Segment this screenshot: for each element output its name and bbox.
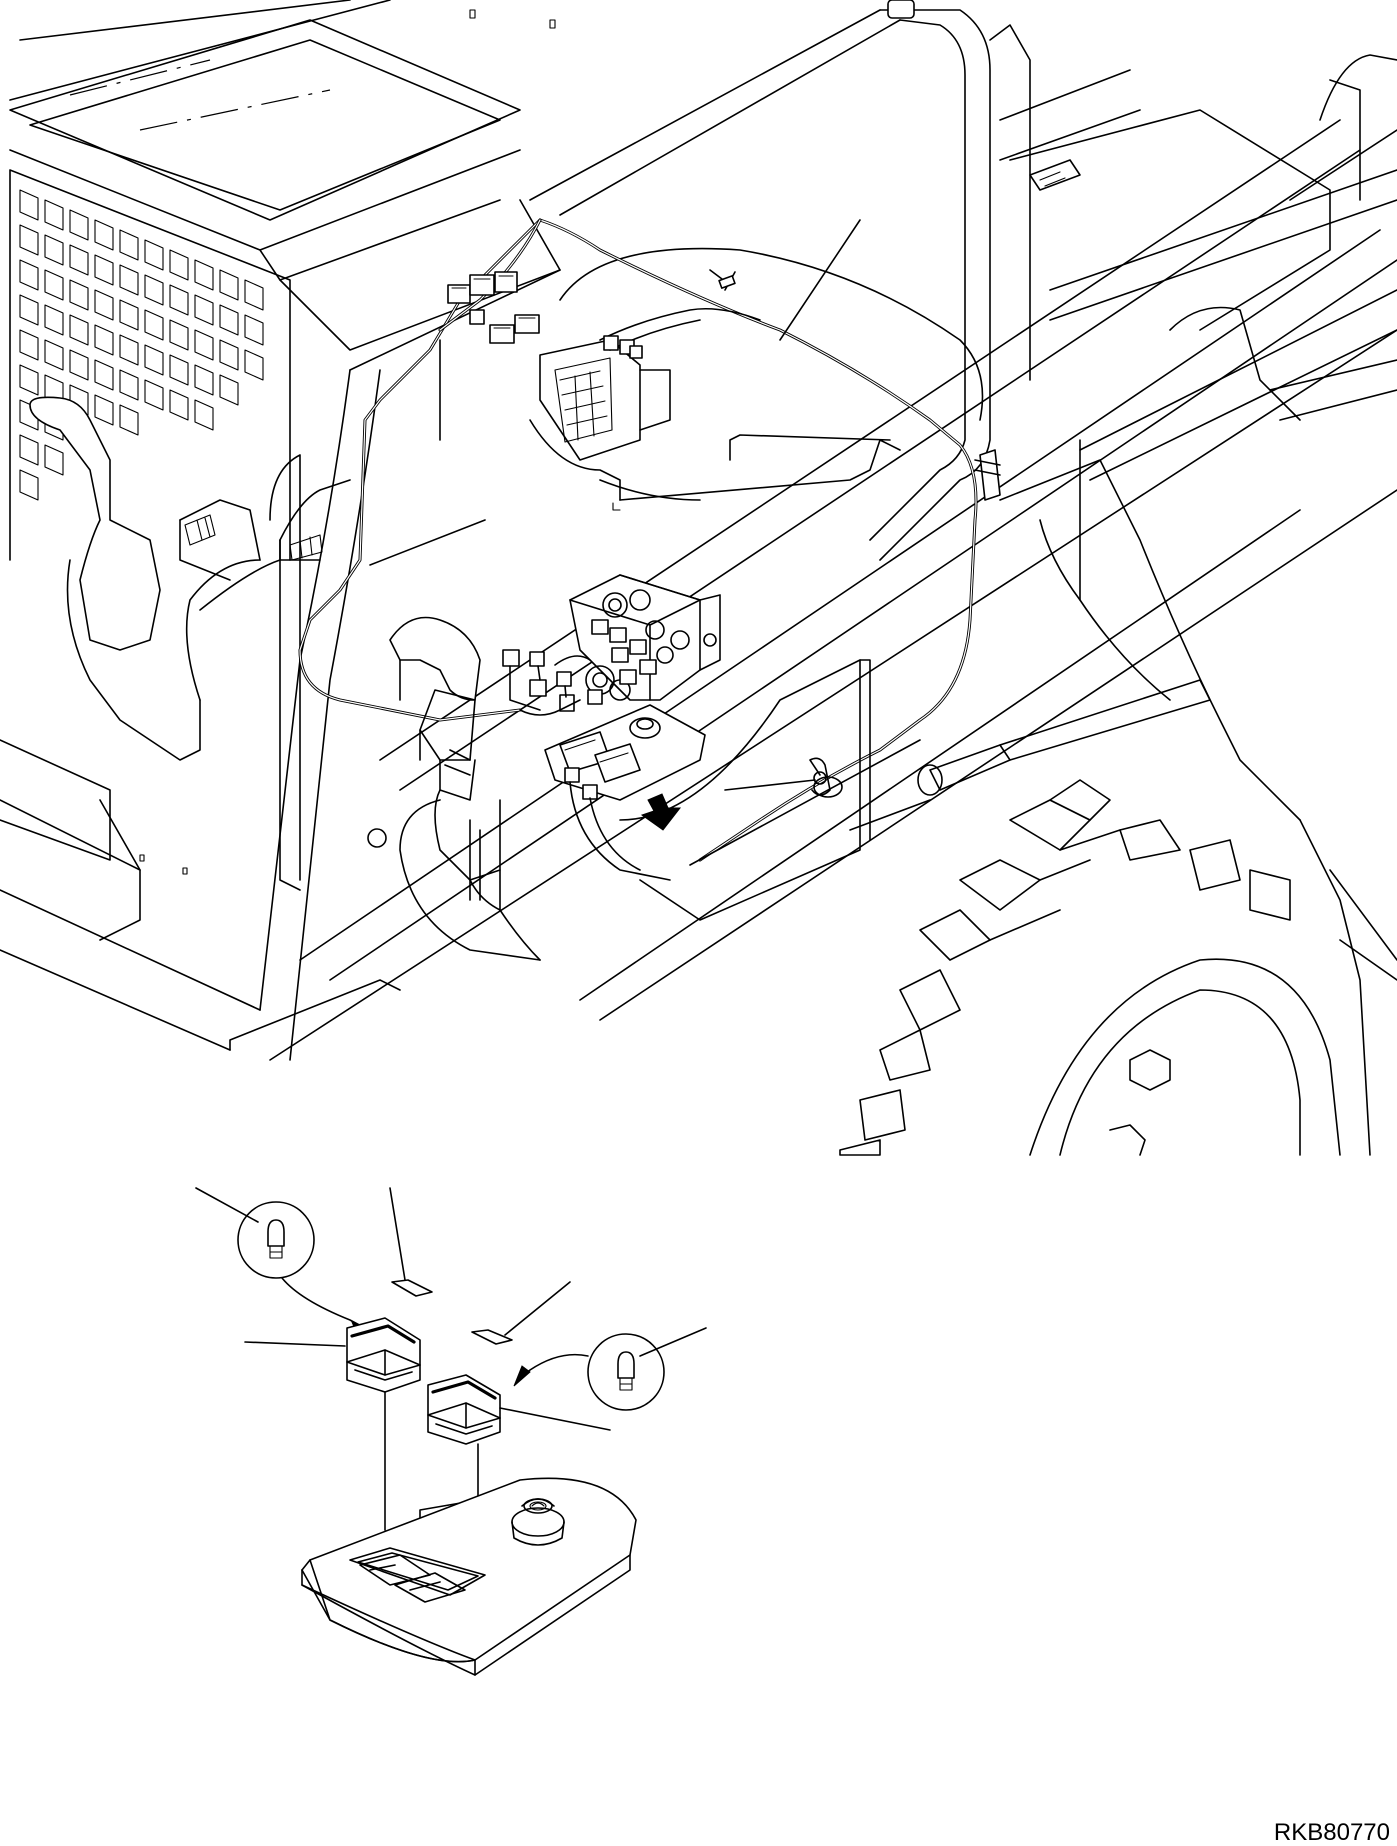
cab-frame	[529, 0, 1397, 561]
roof-panel	[9, 0, 561, 351]
switch-left	[244, 1317, 421, 1531]
right-console	[619, 659, 1211, 921]
switch-detail	[195, 1187, 707, 1676]
right-joystick	[389, 616, 541, 961]
rear-grille	[9, 169, 291, 561]
leader-lines-upper	[369, 219, 861, 566]
bulb-icon	[267, 1219, 285, 1247]
bulb-left	[195, 1187, 374, 1337]
left-joystick	[29, 396, 351, 761]
switch-panel-overview	[544, 704, 816, 881]
tire	[839, 306, 1397, 1156]
valve-block	[502, 574, 721, 716]
fuse-box	[529, 247, 984, 511]
switch-right	[419, 1374, 611, 1561]
lens-pieces	[389, 1187, 571, 1345]
switch-panel	[301, 1477, 637, 1676]
bulb-icon-2	[617, 1351, 635, 1379]
drawing-code: RKB80770	[1274, 1819, 1390, 1846]
cab-overview	[0, 0, 1397, 1156]
wiring-harness	[298, 218, 1001, 862]
bulb-right	[513, 1327, 707, 1411]
